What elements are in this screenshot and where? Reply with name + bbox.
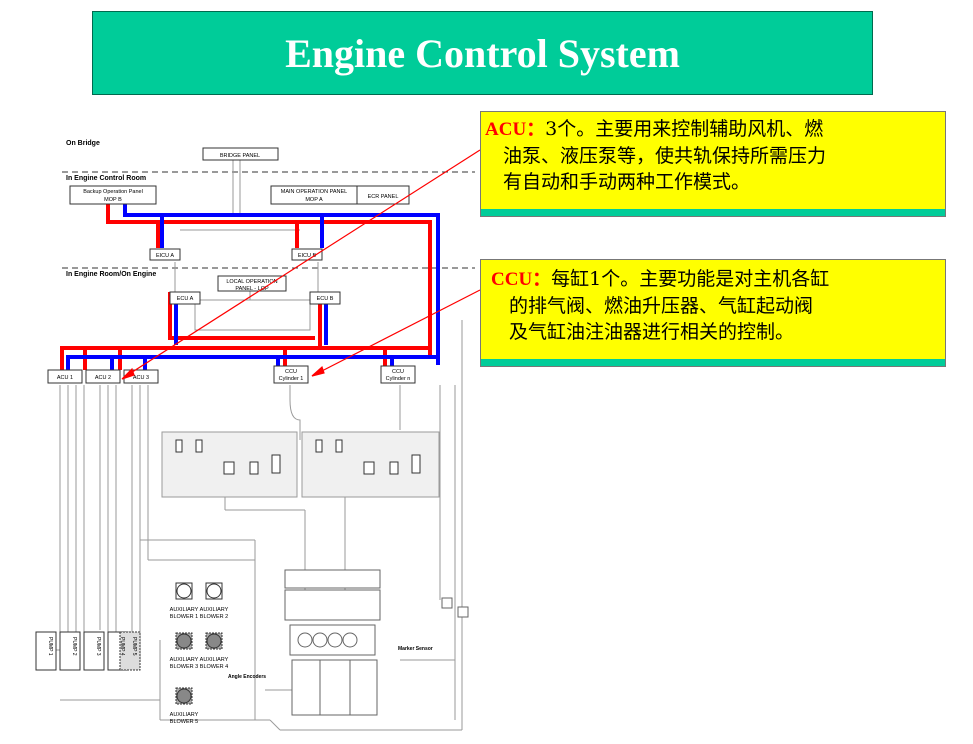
blower-1-l1: AUXILIARY <box>170 607 199 613</box>
ccu-1-label: CCU <box>285 369 297 375</box>
blower-5-l2: BLOWER 5 <box>170 719 198 725</box>
blower-4-l2: BLOWER 4 <box>200 664 228 670</box>
zone-label-engine-room: In Engine Room/On Engine <box>66 271 156 278</box>
eicu-a: EICU A <box>156 253 174 259</box>
ccu-pointer-head <box>311 365 325 377</box>
acu-note-line2: 油泵、液压泵等，使共轨保持所需压力 <box>503 145 827 167</box>
blower-2-l2: BLOWER 2 <box>200 614 228 620</box>
ccu-note-text1: 每缸1个。主要功能是对主机各缸 <box>551 268 830 290</box>
ccu-note-bar <box>481 359 945 366</box>
pump-1: PUMP 1 <box>47 637 53 656</box>
pump-5: PUMP 5 <box>131 637 137 656</box>
blower-4-l1: AUXILIARY <box>200 657 229 663</box>
ccu-note-line1: CCU：每缸1个。主要功能是对主机各缸 <box>491 266 935 293</box>
ccu-note-label: CCU： <box>491 269 552 290</box>
ccu-note: CCU：每缸1个。主要功能是对主机各缸 的排气阀、燃油升压器、气缸起动阀 及气缸… <box>480 259 946 367</box>
network-b-blue <box>66 198 440 370</box>
ccu-1-cylinder: Cylinder 1 <box>279 376 304 382</box>
acu-note-text1: 3个。主要用来控制辅助风机、燃 <box>545 118 824 140</box>
blower-3-l1: AUXILIARY <box>170 657 199 663</box>
lop-label-2: PANEL - LOP <box>235 286 269 292</box>
ccu-n-label: CCU <box>392 369 404 375</box>
acu-note-line1: ACU：3个。主要用来控制辅助风机、燃 <box>485 116 935 143</box>
ecu-b: ECU B <box>317 296 334 302</box>
ecr-panel: ECR PANEL <box>368 194 399 200</box>
acu-note: ACU：3个。主要用来控制辅助风机、燃 油泵、液压泵等，使共轨保持所需压力 有自… <box>480 111 946 217</box>
blower-labels: AUXILIARY BLOWER 1 AUXILIARY BLOWER 2 AU… <box>170 607 229 725</box>
mop-b-label: MOP B <box>104 197 122 203</box>
backup-panel-label: Backup Operation Panel <box>83 189 143 195</box>
pump-2: PUMP 2 <box>71 637 77 656</box>
pump-4: PUMP 4 <box>119 637 125 656</box>
acu-pointer-head <box>121 367 135 380</box>
pointer-lines <box>121 149 481 380</box>
acu-1: ACU 1 <box>57 375 73 381</box>
pump-3: PUMP 3 <box>95 637 101 656</box>
acu-note-bar <box>481 209 945 216</box>
zone-label-bridge: On Bridge <box>66 140 100 147</box>
zone-label-control-room: In Engine Control Room <box>66 175 146 182</box>
eicu-b: EICU B <box>298 253 317 259</box>
angle-encoders: Angle Encoders <box>228 674 266 680</box>
title-banner: Engine Control System <box>92 11 873 95</box>
mop-a-label: MOP A <box>305 197 323 203</box>
bridge-panel: BRIDGE PANEL <box>220 153 260 159</box>
blower-1-l2: BLOWER 1 <box>170 614 198 620</box>
blower-5-l1: AUXILIARY <box>170 712 199 718</box>
ccu-note-line2: 的排气阀、燃油升压器、气缸起动阀 <box>509 295 814 317</box>
control-boxes <box>47 147 416 384</box>
blower-3-l2: BLOWER 3 <box>170 664 198 670</box>
ccu-n-cylinder: Cylinder n <box>386 376 411 382</box>
ccu-pointer <box>315 289 481 375</box>
page-title: Engine Control System <box>285 30 680 76</box>
ecu-a: ECU A <box>177 296 194 302</box>
engine-block <box>284 569 469 716</box>
main-panel-label: MAIN OPERATION PANEL <box>281 189 347 195</box>
blower-symbols <box>175 582 223 705</box>
blower-2-l1: AUXILIARY <box>200 607 229 613</box>
acu-note-label: ACU： <box>485 119 546 140</box>
pump-symbols <box>35 631 141 671</box>
valve-symbols <box>175 439 421 475</box>
ccu-note-line3: 及气缸油注油器进行相关的控制。 <box>509 321 795 343</box>
acu-note-line3: 有自动和手动两种工作模式。 <box>503 171 751 193</box>
box-labels: BRIDGE PANEL Backup Operation Panel MOP … <box>57 153 410 382</box>
pump-labels: PUMP 1 PUMP 2 PUMP 3 PUMP 4 PUMP 5 <box>47 637 137 656</box>
marker-sensor: Marker Sensor <box>398 646 433 652</box>
acu-3: ACU 3 <box>133 375 149 381</box>
lop-label: LOCAL OPERATION <box>226 279 277 285</box>
acu-pointer <box>125 149 481 377</box>
acu-2: ACU 2 <box>95 375 111 381</box>
